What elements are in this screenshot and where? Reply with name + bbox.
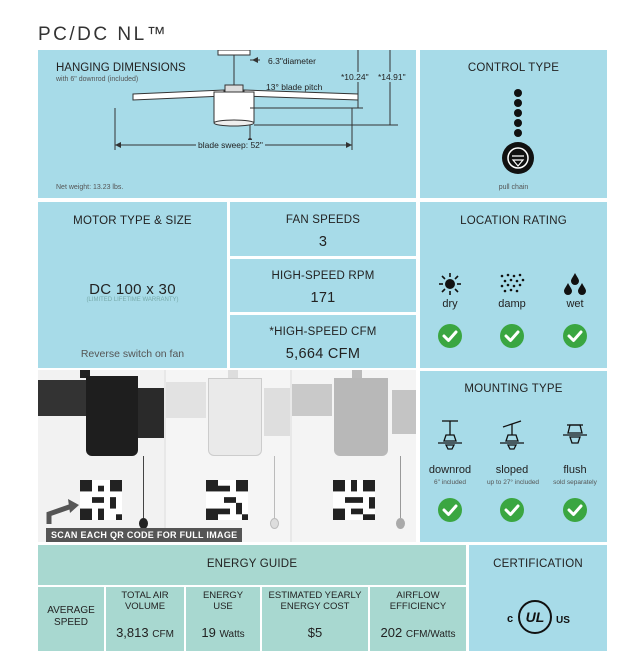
motor-title: MOTOR TYPE & SIZE (73, 215, 192, 227)
energy-col-value: 3,813 (116, 625, 149, 640)
location-dry-label: dry (442, 298, 458, 310)
hanging-title: HANGING DIMENSIONS (56, 62, 186, 74)
energy-col-energy-use: ENERGY USE 19 Watts (186, 587, 260, 651)
motor-warranty: (LIMITED LIFETIME WARRANTY) (86, 297, 179, 303)
flush-mount-icon (563, 424, 587, 444)
location-title: LOCATION RATING (460, 215, 567, 227)
rpm-value: 171 (310, 290, 336, 306)
net-weight: Net weight: 13.23 lbs. (56, 184, 124, 191)
certification-title: CERTIFICATION (493, 558, 583, 570)
mounting-title: MOUNTING TYPE (464, 383, 563, 395)
drops-icon (564, 273, 586, 295)
qr-code-silver (333, 480, 375, 520)
sloped-mount-icon (500, 420, 524, 450)
energy-row-label-cell: AVERAGE SPEED (38, 587, 104, 651)
downrod-mount-icon (438, 420, 462, 450)
check-icon (500, 498, 524, 522)
certification-panel: CERTIFICATION c UL US (469, 545, 607, 651)
control-title: CONTROL TYPE (467, 62, 560, 74)
check-icon (438, 498, 462, 522)
mounting-panel: MOUNTING TYPE downrod sloped flush 6" in… (420, 371, 607, 542)
mist-icon (500, 273, 525, 293)
location-panel: LOCATION RATING dry damp wet (420, 202, 607, 368)
ul-logo: UL (518, 600, 552, 634)
energy-row-label: AVERAGE SPEED (47, 605, 95, 628)
control-type-panel: CONTROL TYPE pull chain (420, 50, 607, 198)
check-icon (563, 324, 587, 348)
cfm-panel: *HIGH-SPEED CFM 5,664 CFM (230, 315, 416, 368)
cfm-value: 5,664 CFM (285, 346, 361, 362)
energy-col-value: $5 (307, 625, 323, 640)
ul-mark: UL (525, 609, 545, 625)
diameter-label: 6.3"diameter (268, 56, 316, 66)
control-caption: pull chain (498, 184, 529, 191)
motor-panel: MOTOR TYPE & SIZE DC 100 x 30 (LIMITED L… (38, 202, 227, 368)
blade-sweep-label: blade sweep: 52" (196, 140, 265, 150)
energy-col-unit: CFM/Watts (405, 629, 456, 640)
energy-col-header: ESTIMATED YEARLY ENERGY COST (268, 590, 362, 612)
mount-sloped-label: sloped (495, 464, 529, 476)
energy-col-header: AIRFLOW EFFICIENCY (389, 590, 447, 612)
qr-code-black (80, 480, 122, 520)
hanging-subtitle: with 6" downrod (included) (56, 76, 139, 83)
height-dimension-1: *10.24" (341, 72, 369, 82)
energy-col-unit: CFM (152, 629, 174, 640)
sun-icon (439, 273, 461, 295)
rpm-title: HIGH-SPEED RPM (271, 270, 375, 282)
fan-speeds-title: FAN SPEEDS (285, 214, 361, 226)
energy-title: ENERGY GUIDE (206, 558, 298, 570)
cul-right: US (556, 615, 570, 626)
black-fan-photo (38, 370, 164, 542)
scan-banner: SCAN EACH QR CODE FOR FULL IMAGE (46, 528, 243, 542)
check-icon (563, 498, 587, 522)
arrow-icon (46, 499, 79, 524)
mount-flush-label: flush (563, 464, 587, 476)
height-dimension-2: *14.91" (378, 72, 406, 82)
motor-value: DC 100 x 30 (89, 281, 176, 298)
fan-speeds-panel: FAN SPEEDS 3 (230, 202, 416, 256)
reverse-switch-note: Reverse switch on fan (80, 348, 185, 360)
cfm-title: *HIGH-SPEED CFM (269, 326, 377, 338)
mount-flush-note: sold separately (553, 479, 597, 486)
energy-col-airflow-efficiency: AIRFLOW EFFICIENCY 202 CFM/Watts (370, 587, 466, 651)
energy-col-header: TOTAL AIR VOLUME (121, 590, 169, 612)
pull-chain-icon (502, 89, 534, 174)
energy-guide-header: ENERGY GUIDE (38, 545, 466, 585)
check-icon (438, 324, 462, 348)
energy-col-air-volume: TOTAL AIR VOLUME 3,813 CFM (106, 587, 184, 651)
fan-speeds-value: 3 (318, 234, 328, 250)
mount-downrod-note: 6" included (434, 479, 466, 486)
mount-sloped-note: up to 27° included (486, 479, 540, 486)
blade-pitch-label: 13° blade pitch (266, 82, 323, 92)
energy-col-value: 202 (380, 625, 403, 640)
energy-col-yearly-cost: ESTIMATED YEARLY ENERGY COST $5 (262, 587, 368, 651)
mount-downrod-label: downrod (428, 464, 472, 476)
check-icon (500, 324, 524, 348)
energy-col-header: ENERGY USE (202, 590, 244, 612)
energy-col-unit: Watts (219, 629, 245, 640)
hanging-dimensions-panel: HANGING DIMENSIONS with 6" downrod (incl… (38, 50, 416, 198)
page-title: PC/DC NL™ (38, 24, 169, 45)
product-photos: SCAN EACH QR CODE FOR FULL IMAGE (38, 370, 416, 542)
location-wet-label: wet (566, 298, 584, 310)
fan-dimension-diagram (114, 50, 398, 150)
qr-code-white (206, 480, 248, 520)
energy-col-value: 19 (201, 625, 216, 640)
location-damp-label: damp (498, 298, 526, 310)
cul-left: c (507, 613, 514, 625)
rpm-panel: HIGH-SPEED RPM 171 (230, 259, 416, 312)
